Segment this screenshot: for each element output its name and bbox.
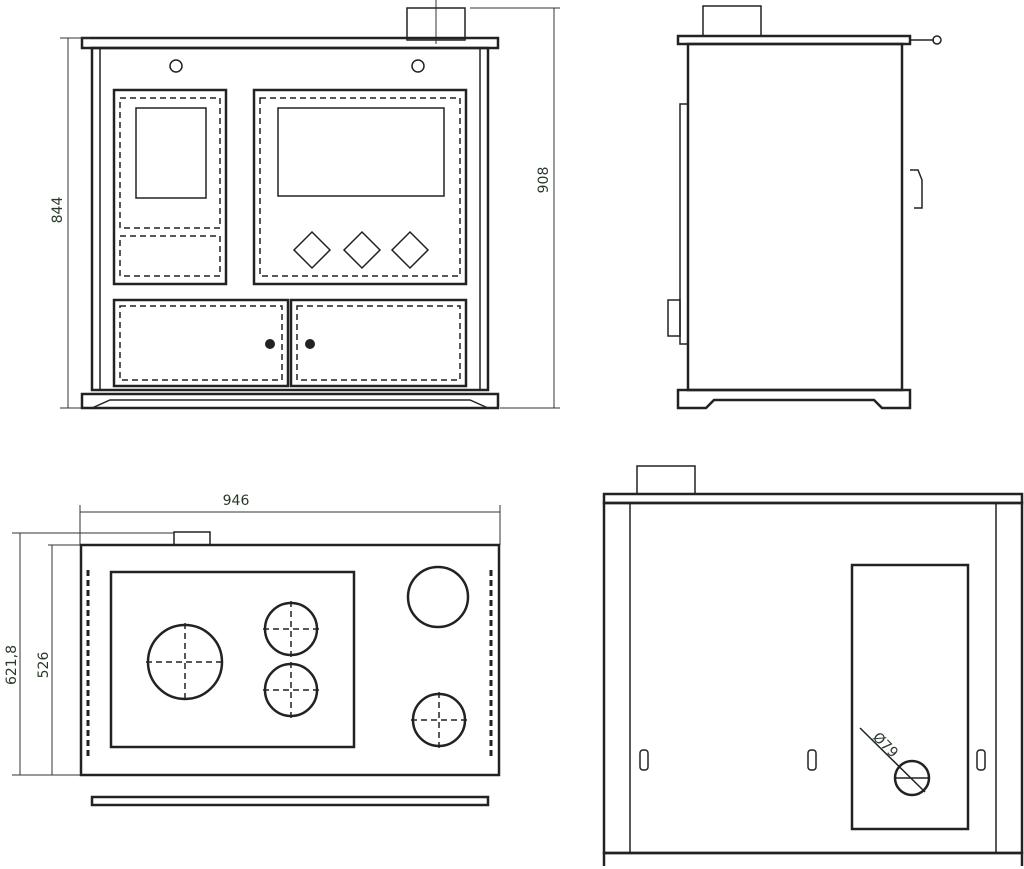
- front-view: 844 908: [50, 0, 560, 410]
- dim-flue-diameter: Ø79: [869, 730, 901, 762]
- dim-width: 946: [223, 493, 250, 509]
- side-view: [667, 5, 942, 410]
- dim-depth: 526: [36, 652, 52, 679]
- hob-rings: [146, 565, 470, 748]
- top-view: 946 621,8 526: [4, 493, 501, 807]
- dim-depth-total: 621,8: [4, 645, 20, 685]
- dim-front-height: 844: [50, 197, 66, 224]
- oven-knobs: [292, 230, 430, 270]
- rear-view: Ø79: [602, 465, 1024, 866]
- dim-total-height: 908: [536, 167, 552, 194]
